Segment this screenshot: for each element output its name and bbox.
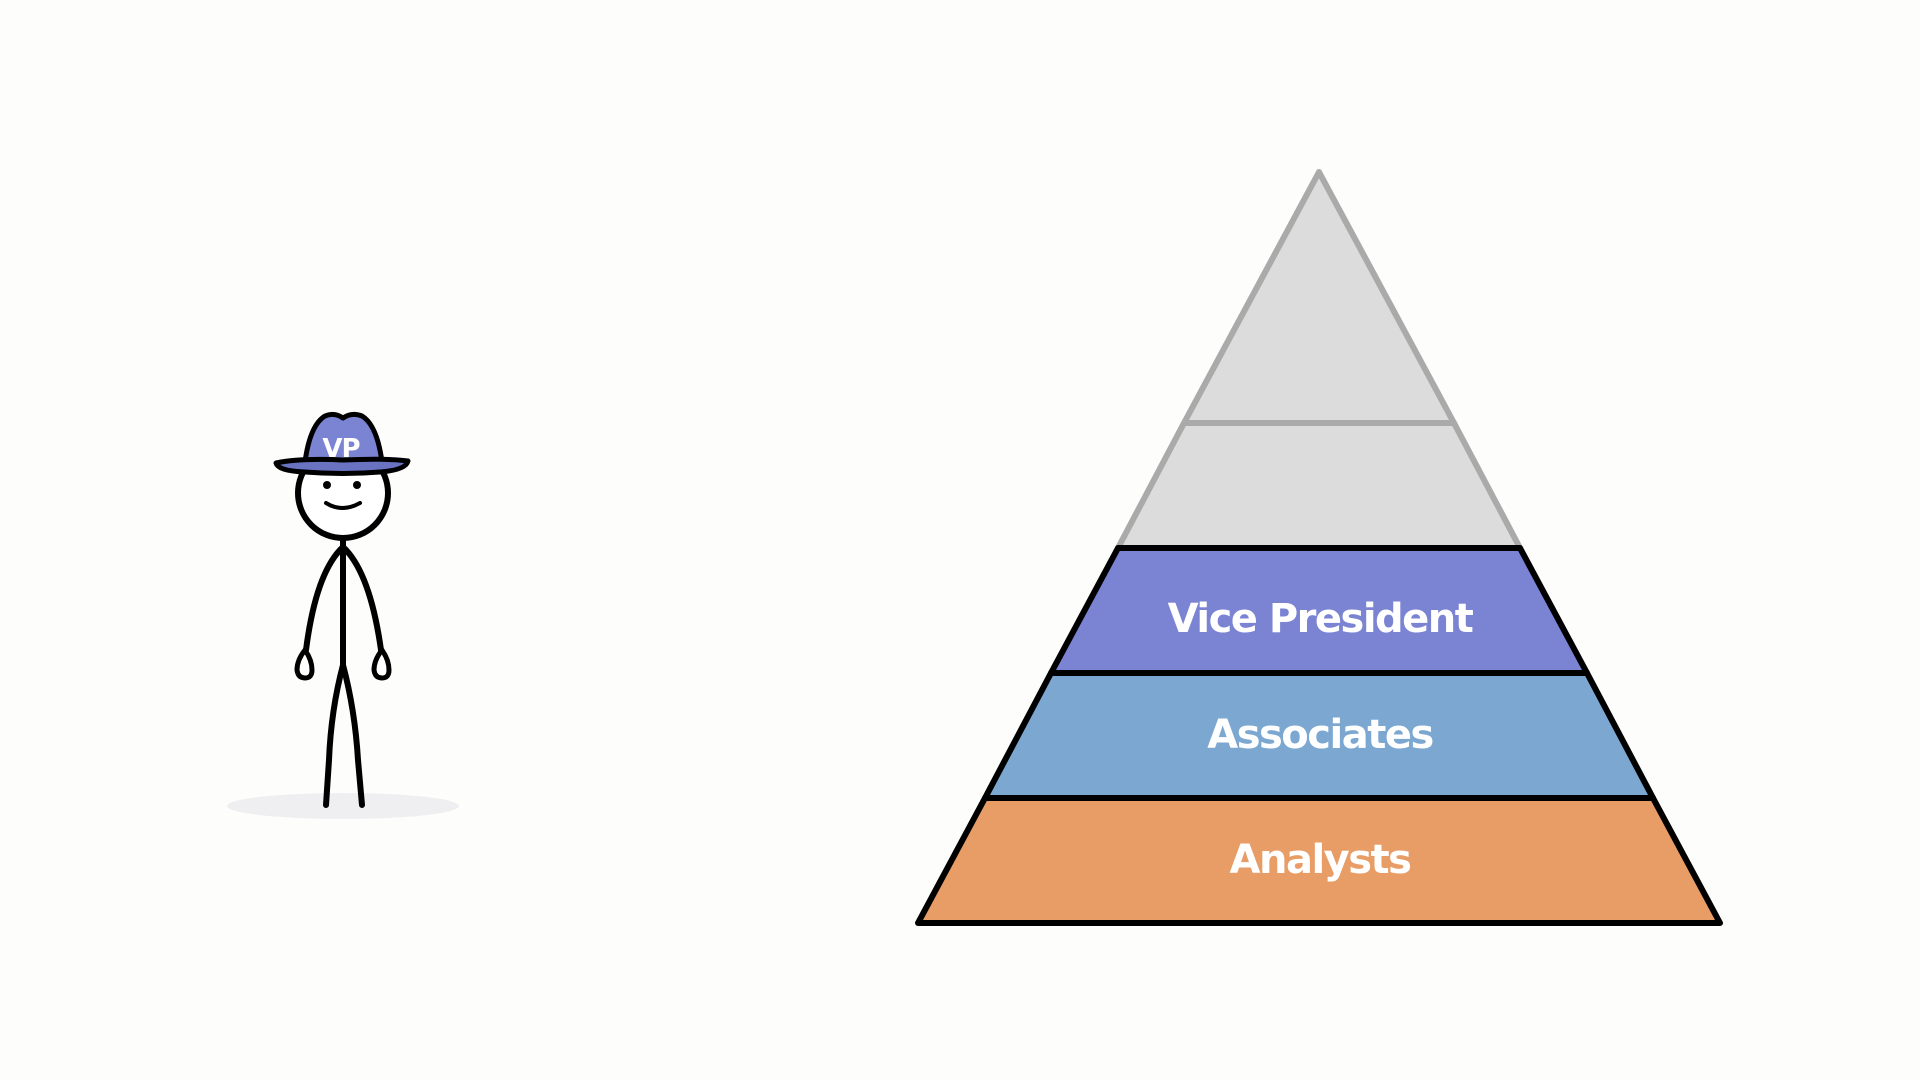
pyramid-level-top	[1181, 169, 1457, 426]
left-eye	[323, 481, 331, 489]
pyramid-level-associates: Associates	[982, 670, 1656, 801]
hands	[294, 645, 392, 681]
right-eye	[353, 481, 361, 489]
hat-crown	[302, 411, 385, 465]
vp-stick-figure: VP	[227, 411, 459, 819]
left-hand	[294, 645, 315, 681]
smile	[324, 501, 362, 510]
vp-hat: VP	[273, 411, 411, 476]
legs	[323, 662, 365, 808]
pyramid-level-second	[1115, 420, 1523, 551]
level-label-analysts: Analysts	[1230, 837, 1411, 883]
pyramid-level-analysts: Analysts	[915, 795, 1723, 926]
hierarchy-pyramid: Vice President Associates Analysts	[915, 169, 1723, 926]
right-hand	[371, 645, 392, 681]
ground-shadow	[227, 793, 459, 819]
pyramid-level-vice-president: Vice President	[1048, 545, 1590, 676]
hat-brim	[273, 456, 411, 476]
level-label-associates: Associates	[1207, 712, 1433, 758]
arms	[303, 544, 384, 653]
hat-label: VP	[322, 434, 359, 464]
level-label-vice-president: Vice President	[1168, 596, 1474, 642]
